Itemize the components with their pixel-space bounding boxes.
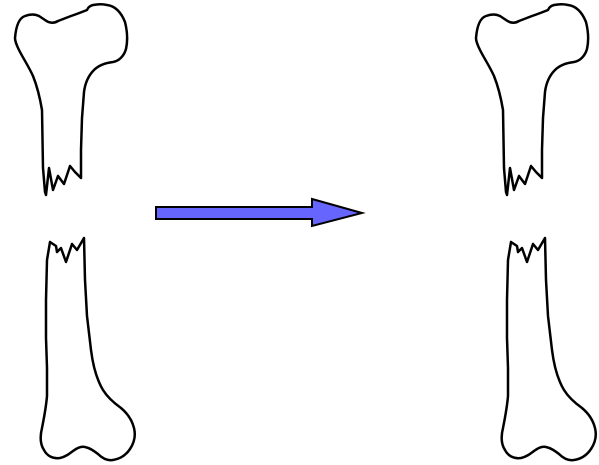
lower-femur-fragment-right: [502, 238, 596, 460]
transition-arrow: [156, 199, 362, 226]
lower-femur-fragment-left: [41, 238, 135, 460]
before-bone-group: [15, 4, 135, 460]
upper-femur-fragment-right: [476, 4, 588, 195]
after-bone-group: [476, 4, 596, 460]
upper-femur-fragment-left: [15, 4, 127, 195]
